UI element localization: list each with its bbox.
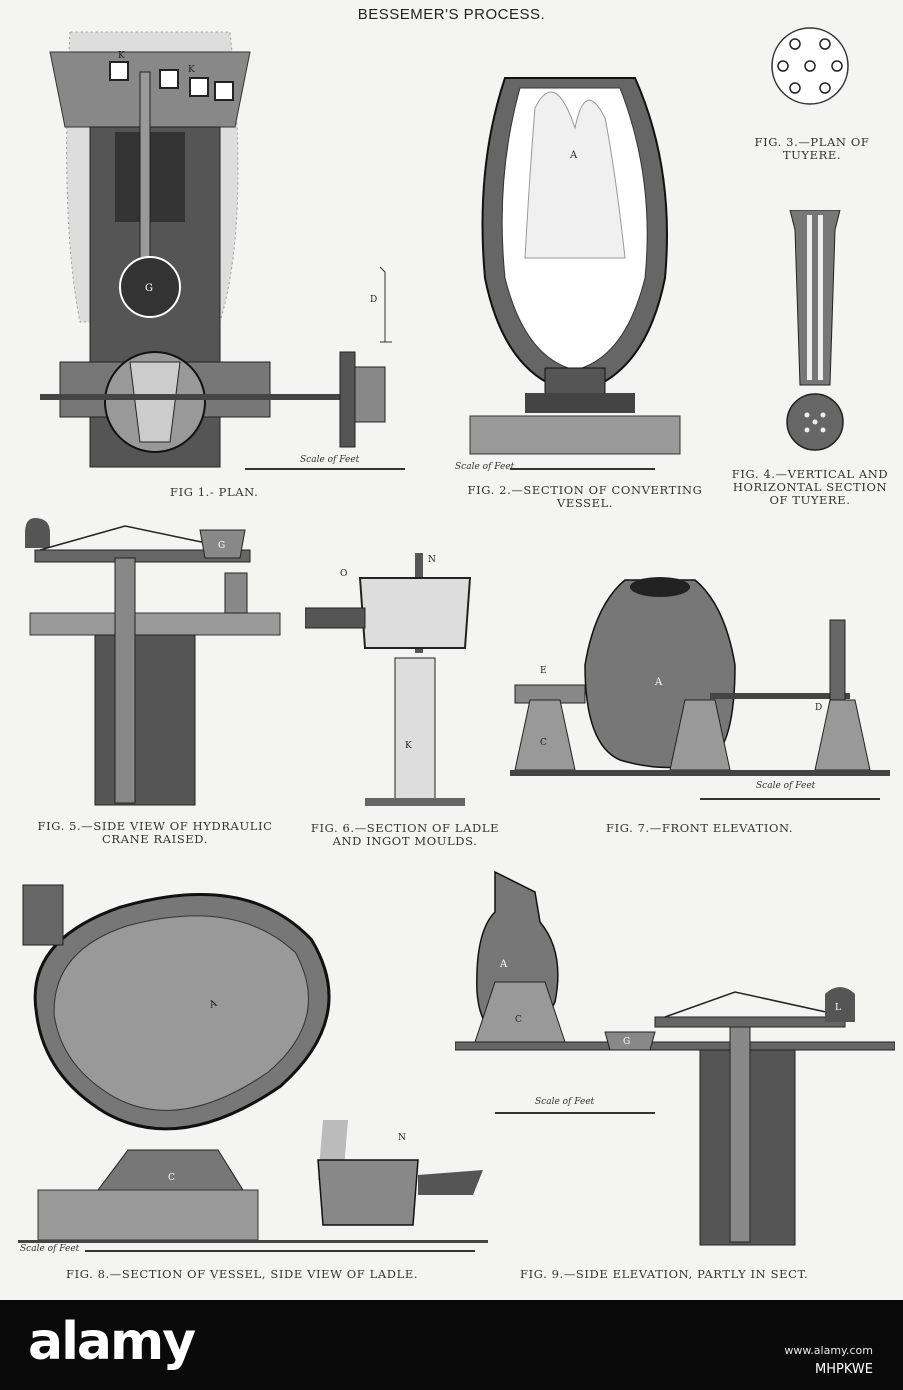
fig8-scale-label: Scale of Feet bbox=[20, 1244, 80, 1254]
fig7-label-e: E bbox=[540, 666, 547, 676]
fig9-side-elevation-drawing: A C G L H bbox=[455, 862, 895, 1252]
fig6-label-k: K bbox=[405, 741, 412, 751]
fig1-label-k1: K bbox=[118, 51, 125, 61]
fig6-caption: Fig. 6.—Section of Ladle and Ingot Mould… bbox=[310, 821, 500, 848]
fig3-caption: Fig. 3.—Plan of Tuyere. bbox=[754, 135, 870, 162]
watermark-url: www.alamy.com bbox=[784, 1344, 873, 1357]
fig1-plan-drawing: K K G D bbox=[30, 22, 430, 472]
fig8-scale-bar bbox=[85, 1248, 475, 1254]
fig9-scale-label: Scale of Feet bbox=[535, 1097, 595, 1107]
fig7-caption: Fig. 7.—Front Elevation. bbox=[606, 821, 794, 835]
fig6-ladle-ingot-drawing: N O K bbox=[305, 548, 475, 808]
fig5-hydraulic-crane-drawing: H G bbox=[20, 518, 290, 808]
watermark-footer: alamy www.alamy.com MHPKWE bbox=[0, 1300, 903, 1390]
fig7-scale-label: Scale of Feet bbox=[756, 781, 816, 791]
fig8-label-n: N bbox=[398, 1133, 406, 1143]
fig2-label-a: A bbox=[569, 150, 578, 161]
fig2-caption: Fig. 2.—Section of Converting Vessel. bbox=[467, 483, 703, 510]
fig9-label-l: L bbox=[835, 1003, 841, 1013]
fig9-label-a: A bbox=[499, 959, 508, 970]
fig3-tuyere-plan-drawing bbox=[770, 26, 850, 106]
fig8-vessel-ladle-drawing: A C N bbox=[18, 870, 488, 1255]
engraving-sheet: BESSEMER'S PROCESS. K K G D Scale o bbox=[0, 0, 903, 1300]
fig2-scale-bar bbox=[510, 466, 655, 472]
fig2-scale-label: Scale of Feet bbox=[455, 462, 515, 472]
fig4-caption: Fig. 4.—Vertical and Horizontal Section … bbox=[731, 467, 889, 507]
fig7-label-d: D bbox=[815, 703, 822, 713]
fig5-label-g: G bbox=[218, 541, 225, 551]
fig6-label-o: O bbox=[340, 569, 347, 579]
fig1-label-d: D bbox=[370, 295, 377, 305]
fig1-caption: Fig 1.- Plan. bbox=[170, 485, 259, 499]
fig7-label-a: A bbox=[654, 677, 663, 688]
fig1-scale-label: Scale of Feet bbox=[300, 455, 360, 465]
fig7-label-c: C bbox=[540, 738, 547, 748]
fig9-label-c: C bbox=[515, 1015, 522, 1025]
fig1-label-g: G bbox=[145, 283, 153, 294]
fig4-tuyere-section-drawing bbox=[780, 210, 850, 455]
fig7-scale-bar bbox=[700, 796, 880, 802]
fig1-scale-bar bbox=[245, 466, 405, 472]
fig9-caption: Fig. 9.—Side Elevation, Partly in Sect. bbox=[520, 1267, 809, 1281]
fig9-scale-bar bbox=[495, 1110, 655, 1116]
fig5-caption: Fig. 5.—Side View of Hydraulic Crane Rai… bbox=[37, 819, 273, 846]
fig8-caption: Fig. 8.—Section of Vessel, Side View of … bbox=[66, 1267, 419, 1281]
fig8-label-c: C bbox=[168, 1173, 175, 1183]
fig6-label-n: N bbox=[428, 555, 436, 565]
watermark-brand: alamy bbox=[28, 1312, 196, 1372]
fig9-label-g: G bbox=[623, 1037, 630, 1047]
fig1-label-k2: K bbox=[188, 65, 195, 75]
fig2-converting-vessel-drawing: A bbox=[465, 48, 685, 458]
page-title: BESSEMER'S PROCESS. bbox=[357, 6, 546, 23]
watermark-stock-id: MHPKWE bbox=[815, 1362, 873, 1377]
fig7-front-elevation-drawing: A E D C bbox=[510, 575, 890, 805]
